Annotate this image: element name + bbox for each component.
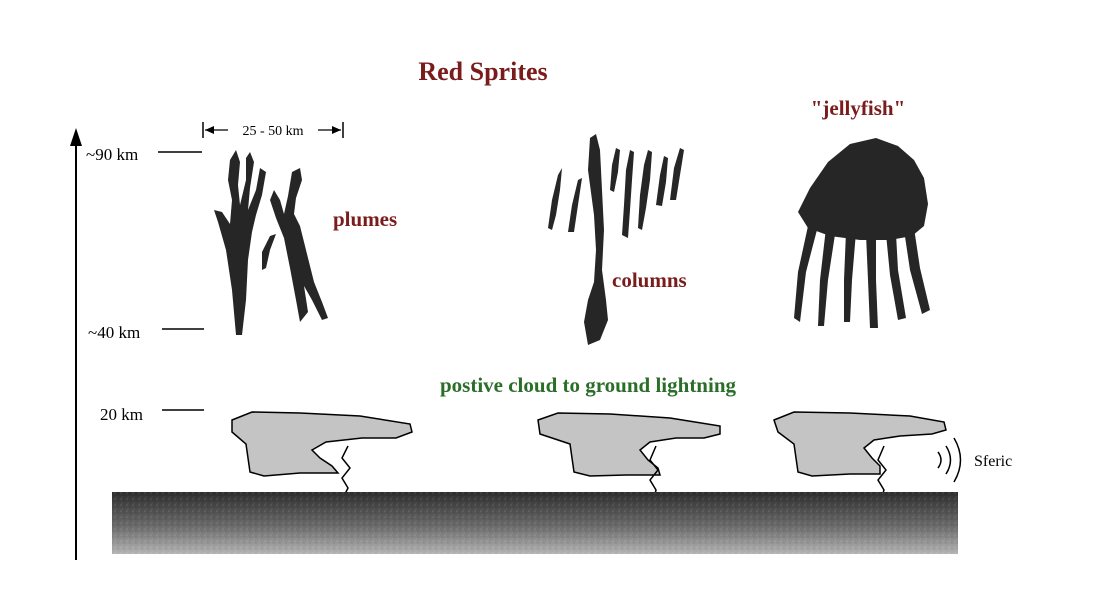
columns-sprite: [548, 134, 684, 345]
width-dimension: 25 - 50 km: [202, 122, 344, 139]
jellyfish-label: "jellyfish": [811, 96, 905, 120]
sferic-label: Sferic: [974, 453, 1012, 470]
lightning-bolt-icon: [877, 445, 887, 497]
sferic-waves-icon: [937, 437, 962, 483]
arrow-right-icon: [332, 126, 341, 134]
axis-arrow-icon: [70, 128, 82, 146]
arrow-left-icon: [205, 126, 214, 134]
altitude-label-20: 20 km: [100, 405, 143, 424]
thundercloud-3: [773, 411, 947, 497]
width-label: 25 - 50 km: [242, 124, 303, 139]
lightning-bolt-icon: [649, 445, 659, 499]
columns-label: columns: [612, 268, 687, 292]
plumes-sprite: [214, 150, 328, 335]
altitude-label-90: ~90 km: [86, 145, 138, 164]
jellyfish-sprite: [794, 138, 930, 328]
ground-texture: [112, 492, 958, 554]
lightning-bolt-icon: [341, 445, 351, 497]
plumes-label: plumes: [333, 207, 397, 231]
thundercloud-2: [537, 412, 721, 499]
lightning-label: postive cloud to ground lightning: [440, 373, 737, 397]
thundercloud-1: [231, 411, 413, 497]
altitude-label-40: ~40 km: [88, 323, 140, 342]
diagram-title: Red Sprites: [418, 57, 547, 86]
altitude-axis: ~90 km ~40 km 20 km: [70, 128, 204, 560]
